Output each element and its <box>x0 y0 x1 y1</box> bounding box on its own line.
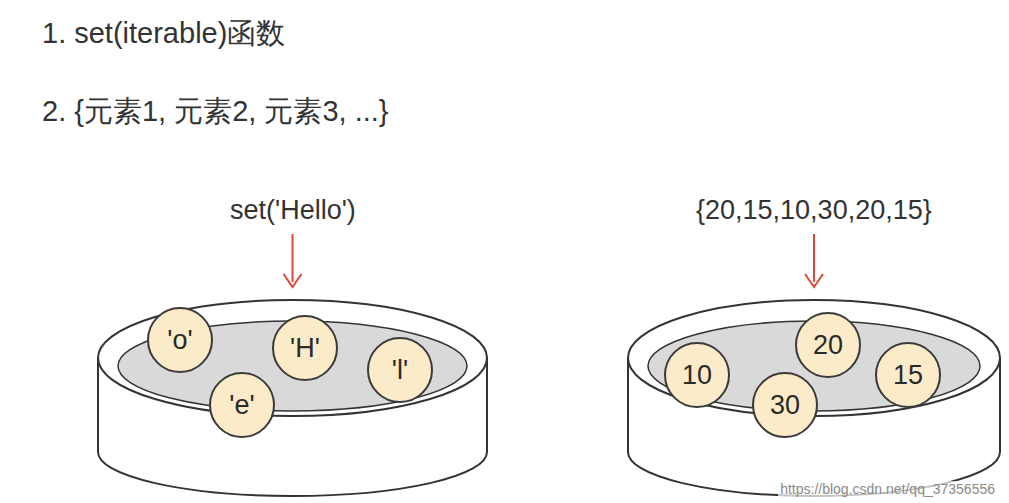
element-text: 'H' <box>290 333 320 364</box>
element-ball: 'e' <box>209 372 275 438</box>
element-ball: 15 <box>875 342 941 408</box>
element-text: 20 <box>813 330 843 361</box>
element-text: 'o' <box>167 325 192 356</box>
element-text: 15 <box>893 360 923 391</box>
expression-label: set('Hello') <box>230 195 356 226</box>
expression-label: {20,15,10,30,20,15} <box>696 195 932 226</box>
element-ball: 'o' <box>147 307 213 373</box>
set-dish: {20,15,10,30,20,15} 20 10 15 30 <box>625 190 1003 500</box>
element-text: 'e' <box>229 390 254 421</box>
element-text: 'l' <box>392 355 408 386</box>
element-ball: 30 <box>752 372 818 438</box>
set-dish: set('Hello') 'o' 'H' 'l' 'e' <box>95 190 490 500</box>
element-ball: 'l' <box>367 337 433 403</box>
element-text: 30 <box>770 390 800 421</box>
list-item: 2. {元素1, 元素2, 元素3, ...} <box>42 92 389 132</box>
watermark: https://blog.csdn.net/qq_37356556 <box>778 481 997 497</box>
element-ball: 10 <box>664 342 730 408</box>
list-item: 1. set(iterable)函数 <box>42 14 285 54</box>
element-text: 10 <box>682 360 712 391</box>
element-ball: 'H' <box>272 315 338 381</box>
element-ball: 20 <box>795 312 861 378</box>
